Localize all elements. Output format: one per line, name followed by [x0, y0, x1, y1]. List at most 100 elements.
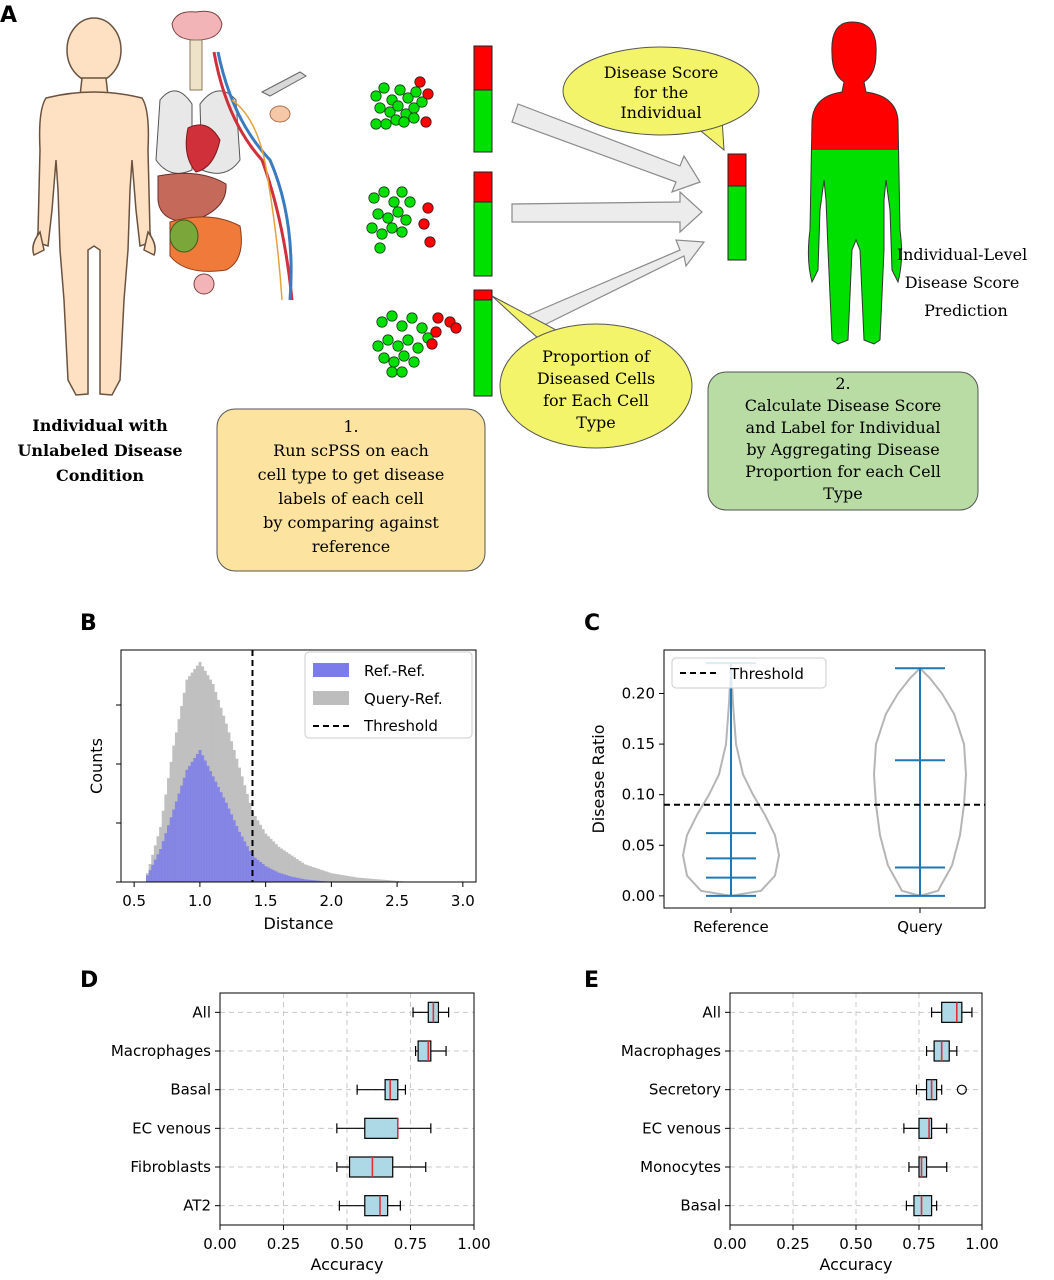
- individual-label-line-2: Unlabeled Disease: [17, 441, 182, 460]
- healthy-cell: [370, 118, 382, 130]
- ref-histogram-bar: [298, 878, 302, 882]
- healthy-cell: [398, 116, 410, 128]
- healthy-cell: [392, 340, 404, 352]
- ref-histogram-bar: [245, 846, 249, 882]
- query-histogram-bar: [327, 872, 331, 882]
- healthy-cell: [384, 106, 396, 118]
- ref-histogram-bar: [311, 880, 315, 882]
- x-tick-label: 1.00: [965, 1235, 998, 1253]
- y-tick-label: Secretory: [649, 1081, 721, 1099]
- healthy-cell: [386, 366, 398, 378]
- ref-histogram-bar: [219, 792, 223, 882]
- query-histogram-bar: [324, 871, 328, 882]
- healthy-cell: [374, 102, 386, 114]
- bubble-proportion-line-3: for Each Cell: [543, 391, 649, 410]
- ref-histogram-bar: [206, 765, 210, 882]
- y-axis-label: Disease Ratio: [589, 724, 608, 833]
- panel-b-letter: B: [80, 611, 97, 636]
- step1-line-2: Run scPSS on each: [273, 441, 429, 460]
- plot-frame: [729, 992, 983, 1226]
- query-histogram-bar: [298, 860, 302, 882]
- query-histogram-bar: [253, 816, 257, 882]
- scalpel-icon: [260, 71, 307, 97]
- query-histogram-bar: [345, 875, 349, 882]
- ref-histogram-bar: [174, 801, 178, 882]
- ref-histogram-bar: [190, 761, 194, 882]
- healthy-cell: [378, 352, 390, 364]
- healthy-cell: [402, 334, 414, 346]
- tissue-sample-icon: [269, 105, 291, 123]
- query-histogram-bar: [282, 850, 286, 882]
- panel-c-letter: C: [584, 611, 600, 636]
- ref-histogram-bar: [156, 854, 160, 882]
- healthy-cell: [370, 90, 382, 102]
- healthy-cell: [376, 316, 388, 328]
- ref-histogram-bar: [193, 757, 197, 882]
- query-histogram-bar: [248, 802, 252, 882]
- y-tick-label: All: [192, 1003, 211, 1021]
- x-tick-label: 1.5: [254, 892, 278, 910]
- ref-histogram-bar: [201, 755, 205, 882]
- panel-d-letter: D: [80, 968, 98, 993]
- query-histogram-bar: [293, 857, 297, 882]
- ref-histogram-bar: [211, 776, 215, 882]
- query-histogram-bar: [382, 879, 386, 882]
- x-tick-label: 0.00: [203, 1235, 236, 1253]
- healthy-cell: [416, 96, 428, 108]
- healthy-cell: [372, 208, 384, 220]
- y-tick-label: Macrophages: [621, 1042, 721, 1060]
- healthy-cell: [386, 222, 398, 234]
- box-iqr: [384, 1079, 399, 1101]
- ref-histogram-bar: [266, 867, 270, 882]
- plot-frame: [663, 649, 986, 909]
- query-histogram-bar: [227, 732, 231, 882]
- query-histogram-bar: [266, 836, 270, 882]
- query-histogram-bar: [232, 750, 236, 882]
- box-outlier: [956, 1084, 967, 1095]
- ref-histogram-bar: [251, 855, 255, 882]
- proportion-bubble: Proportion of Diseased Cells for Each Ce…: [491, 295, 693, 449]
- ref-histogram-bar: [198, 750, 202, 882]
- bubble-score-line-1: Disease Score: [604, 63, 719, 82]
- ref-histogram-bar: [264, 866, 268, 882]
- organs-illustration: [155, 10, 294, 301]
- query-histogram-bar: [369, 878, 373, 882]
- ref-histogram-bar: [164, 833, 168, 882]
- ref-histogram-bar: [282, 874, 286, 882]
- healthy-cell: [372, 340, 384, 352]
- query-histogram-bar: [269, 838, 273, 882]
- x-tick-label: 3.0: [451, 892, 475, 910]
- query-histogram-bar: [358, 877, 362, 882]
- query-histogram-bar: [343, 875, 347, 882]
- prediction-label-line-3: Prediction: [924, 301, 1008, 320]
- ref-histogram-bar: [285, 875, 289, 882]
- ref-histogram-bar: [185, 769, 189, 882]
- prediction-label: Individual-Level Disease Score Predictio…: [897, 245, 1027, 320]
- ref-histogram-bar: [214, 781, 218, 882]
- ref-histogram-bar: [277, 872, 281, 882]
- query-histogram-bar: [256, 820, 260, 882]
- healthy-cell: [396, 366, 408, 378]
- query-histogram-bar: [387, 880, 391, 882]
- box-iqr: [364, 1117, 399, 1139]
- query-histogram-bar: [385, 880, 389, 882]
- ref-histogram-bar: [151, 864, 155, 882]
- ref-histogram-bar: [182, 777, 186, 882]
- y-tick-label: All: [702, 1003, 721, 1021]
- query-histogram-bar: [377, 879, 381, 882]
- query-histogram-bar: [361, 878, 365, 882]
- y-tick-label: 0.05: [622, 836, 655, 854]
- query-histogram-bar: [332, 873, 336, 882]
- ref-histogram-bar: [272, 870, 276, 882]
- legend-label-threshold: Threshold: [363, 717, 438, 735]
- x-tick-label: 0.75: [394, 1235, 427, 1253]
- x-axis-label: Distance: [264, 914, 334, 933]
- legend-label-threshold: Threshold: [729, 665, 804, 683]
- ref-histogram-bar: [222, 797, 226, 882]
- y-axis-label: Counts: [87, 738, 106, 794]
- ref-histogram-bar: [256, 859, 260, 882]
- individual-label: Individual with Unlabeled Disease Condit…: [17, 416, 182, 485]
- proportion-bar-2: [473, 171, 493, 277]
- y-tick-label: Basal: [680, 1197, 721, 1215]
